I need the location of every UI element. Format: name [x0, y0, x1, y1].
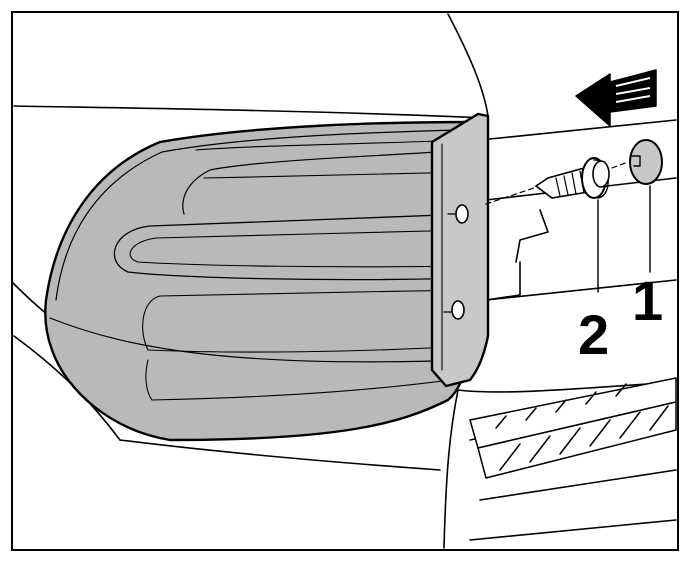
light-guide-tube-inner	[129, 229, 471, 268]
light-guide-upper	[182, 149, 471, 215]
tail-lamp	[44, 120, 472, 442]
lamp-chamber-middle	[142, 289, 471, 353]
callout-2: 2	[578, 303, 609, 366]
lamp-mounting-flange	[430, 112, 490, 388]
callout-1: 1	[632, 269, 663, 332]
cover-cap	[629, 139, 663, 185]
mounting-hole-upper	[455, 204, 469, 224]
lamp-lower-edge	[49, 317, 471, 363]
lamp-chamber-lower	[145, 359, 451, 401]
vehicle-body-lines	[11, 13, 677, 549]
light-guide-tube	[113, 213, 471, 281]
tail-lamp-housing	[44, 120, 472, 442]
lamp-upper-edge	[195, 139, 471, 151]
bumper-step-plate	[469, 377, 677, 479]
mounting-hole-lower	[451, 300, 465, 320]
tail-lamp-lens-outline	[55, 129, 463, 301]
arrow-left-icon	[575, 69, 657, 127]
screw	[485, 157, 629, 205]
